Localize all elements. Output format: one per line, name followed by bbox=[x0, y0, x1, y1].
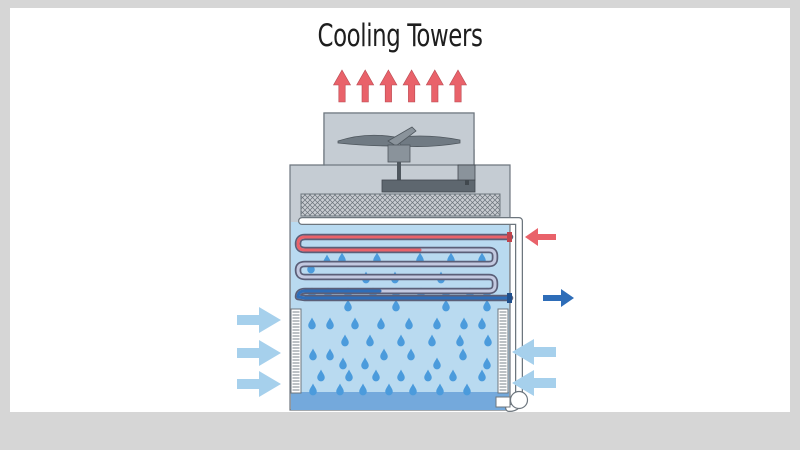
arrow-right-icon bbox=[543, 289, 574, 307]
hot-air-exhaust-arrows bbox=[332, 69, 468, 103]
arrow-left-icon bbox=[525, 228, 556, 246]
arrow-left-icon bbox=[512, 339, 556, 365]
pump-body bbox=[509, 390, 529, 410]
coil-cold-segment bbox=[296, 289, 512, 300]
basin-water bbox=[291, 392, 509, 410]
coil-outlet-flange bbox=[507, 293, 512, 303]
arrow-right-icon bbox=[237, 307, 281, 333]
arrow-left-icon bbox=[512, 370, 556, 396]
arrow-right-icon bbox=[237, 371, 281, 397]
louver-icon-right bbox=[497, 308, 509, 394]
page-title: Cooling Towers bbox=[317, 18, 483, 54]
arrow-up-icon bbox=[402, 69, 421, 103]
air-intake-left-arrows bbox=[237, 307, 281, 397]
arrow-up-icon bbox=[448, 69, 468, 103]
fan-shaft bbox=[397, 162, 401, 180]
motor-shaft bbox=[465, 180, 469, 185]
hot-water-inlet-arrow bbox=[525, 228, 556, 246]
pump-icon bbox=[495, 390, 529, 410]
coil-inlet-flange bbox=[507, 232, 512, 242]
fan-hub bbox=[387, 144, 411, 163]
fan-blade-raised bbox=[387, 126, 417, 147]
motor-mount bbox=[381, 179, 476, 193]
pump-outlet bbox=[495, 396, 511, 408]
motor-body bbox=[457, 164, 476, 181]
motor-icon bbox=[381, 164, 476, 193]
coil-hot-segment bbox=[296, 235, 512, 252]
arrow-up-icon bbox=[356, 69, 375, 103]
arrow-up-icon bbox=[332, 69, 352, 103]
arrow-up-icon bbox=[379, 69, 398, 103]
cold-water-outlet-arrow bbox=[543, 289, 574, 307]
fan-icon bbox=[337, 126, 461, 180]
arrow-right-icon bbox=[237, 340, 281, 366]
mesh-icon bbox=[300, 193, 501, 217]
louver-icon bbox=[290, 308, 302, 394]
arrow-up-icon bbox=[425, 69, 444, 103]
coil-icon bbox=[294, 232, 514, 303]
air-intake-right-arrows bbox=[512, 339, 556, 396]
fan-blade-right bbox=[399, 135, 461, 147]
